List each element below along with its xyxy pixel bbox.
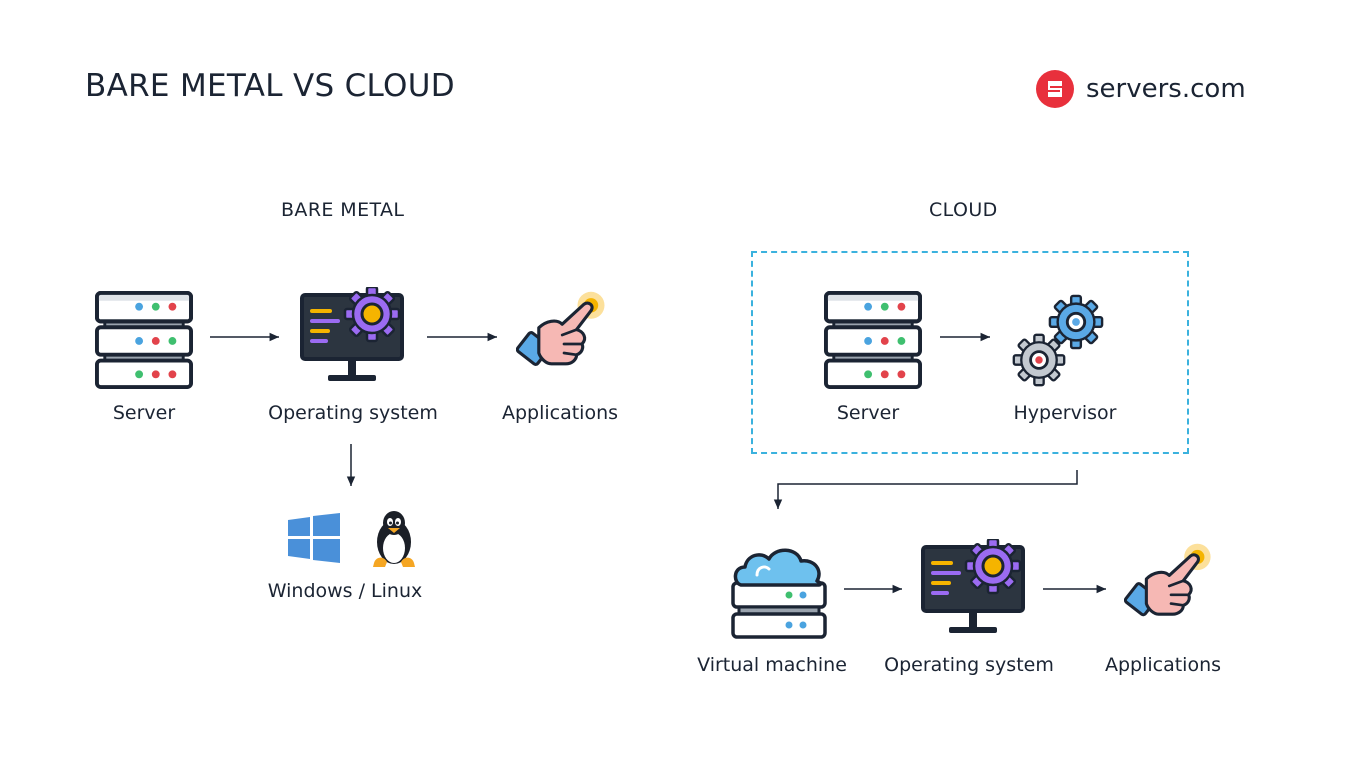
cloud-applications-icon bbox=[1124, 542, 1218, 630]
brand[interactable]: servers.com bbox=[1036, 70, 1246, 108]
virtual-machine-icon bbox=[731, 548, 827, 639]
bare-metal-server-label: Server bbox=[112, 402, 176, 424]
arrow-hypervisor-to-vm bbox=[773, 470, 1078, 509]
hypervisor-label: Hypervisor bbox=[1013, 402, 1117, 424]
applications-icon bbox=[516, 290, 612, 380]
brand-name: servers.com bbox=[1086, 74, 1246, 104]
bare-metal-apps-label: Applications bbox=[501, 402, 619, 424]
windows-icon bbox=[288, 513, 340, 563]
page-title: BARE METAL VS CLOUD bbox=[85, 68, 455, 104]
bare-metal-os-label: Operating system bbox=[268, 402, 438, 424]
server-icon bbox=[95, 291, 193, 389]
cloud-heading: CLOUD bbox=[929, 199, 998, 221]
cloud-host-boundary bbox=[751, 251, 1189, 454]
bare-metal-heading: BARE METAL bbox=[281, 199, 405, 221]
linux-penguin-icon bbox=[373, 511, 415, 567]
cloud-apps-label: Applications bbox=[1104, 654, 1222, 676]
cloud-server-label: Server bbox=[836, 402, 900, 424]
cloud-operating-system-icon bbox=[921, 539, 1025, 639]
cloud-os-label: Operating system bbox=[884, 654, 1054, 676]
operating-system-icon bbox=[300, 287, 404, 387]
virtual-machine-label: Virtual machine bbox=[697, 654, 847, 676]
servers-com-logo-icon bbox=[1036, 70, 1074, 108]
platforms-label: Windows / Linux bbox=[267, 580, 423, 602]
cloud-server-icon bbox=[824, 291, 922, 389]
hypervisor-gear-gray-icon bbox=[1011, 332, 1067, 388]
